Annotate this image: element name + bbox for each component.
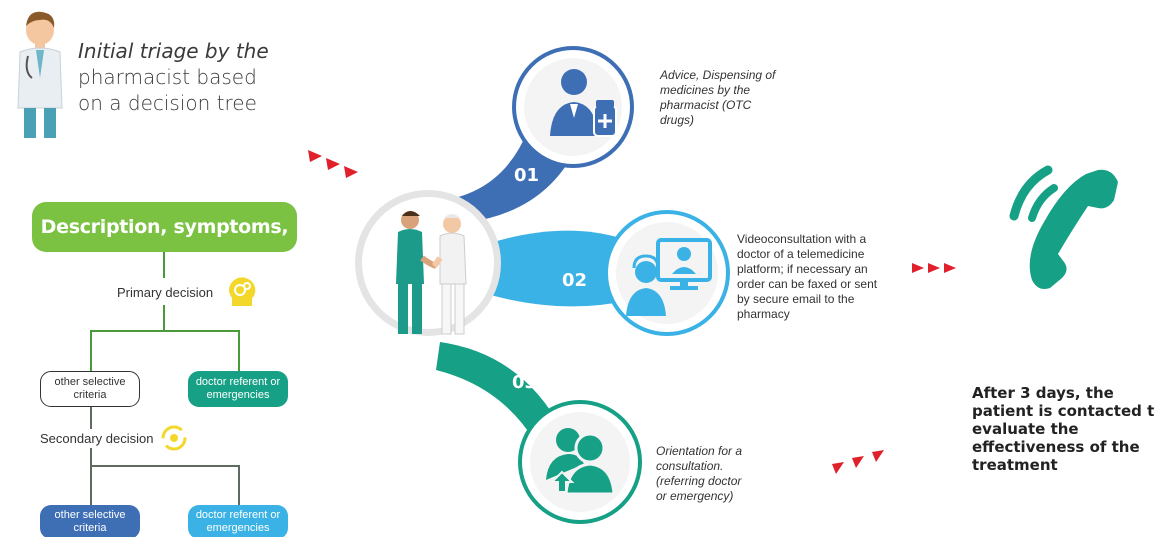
leaf-doctor-referent-2: doctor referent or emergencies bbox=[188, 505, 288, 537]
step-01-text: Advice, Dispensing of medicines by the p… bbox=[660, 68, 776, 127]
step-02-number: 02 bbox=[562, 270, 588, 291]
tree-connector bbox=[90, 330, 92, 372]
step-03-number: 03 bbox=[512, 372, 538, 393]
referral-people-icon bbox=[546, 428, 616, 496]
brain-gears-icon bbox=[229, 277, 256, 306]
primary-decision-label: Primary decision bbox=[117, 285, 214, 300]
video-consultation-icon bbox=[626, 238, 712, 316]
header-title: Initial triage by the pharmacist based o… bbox=[78, 38, 318, 116]
step-01-number: 01 bbox=[514, 165, 540, 186]
tree-connector bbox=[163, 305, 165, 331]
pharmacist-icon bbox=[17, 11, 63, 138]
header-line-3: on a decision tree bbox=[78, 91, 257, 115]
header-line-2: pharmacist based bbox=[78, 65, 257, 89]
tree-title-box: Description, symptoms, criteria bbox=[32, 202, 297, 288]
arrows-icon-top bbox=[308, 150, 358, 178]
tree-connector bbox=[238, 330, 240, 372]
tree-connector bbox=[163, 252, 165, 278]
header-line-1: Initial triage by the bbox=[78, 39, 269, 63]
tree-connector bbox=[90, 407, 92, 429]
followup-text: After 3 days, the patient is contacted t… bbox=[972, 384, 1155, 474]
cycle-arrows-icon bbox=[161, 425, 187, 451]
doctor-with-medicine-icon bbox=[550, 69, 617, 137]
phone-call-icon bbox=[1009, 165, 1118, 289]
leaf-doctor-referent-1: doctor referent or emergencies bbox=[188, 371, 288, 407]
tree-connector bbox=[90, 330, 240, 332]
leaf-selective-criteria-2: other selective criteria bbox=[40, 505, 140, 537]
tree-connector bbox=[90, 448, 92, 466]
tree-connector bbox=[90, 465, 92, 505]
arrows-icon-bottom bbox=[832, 450, 884, 474]
step-03-text: Orientation for a consultation. (referri… bbox=[656, 444, 743, 503]
step-02-text: Videoconsultation with a doctor of a tel… bbox=[737, 232, 878, 321]
secondary-decision-label: Secondary decision bbox=[40, 431, 154, 446]
tree-connector bbox=[238, 465, 240, 505]
arrows-icon-middle bbox=[912, 263, 956, 273]
tree-connector bbox=[90, 465, 240, 467]
handshake-illustration bbox=[396, 211, 467, 335]
leaf-selective-criteria-1: other selective criteria bbox=[40, 371, 140, 407]
